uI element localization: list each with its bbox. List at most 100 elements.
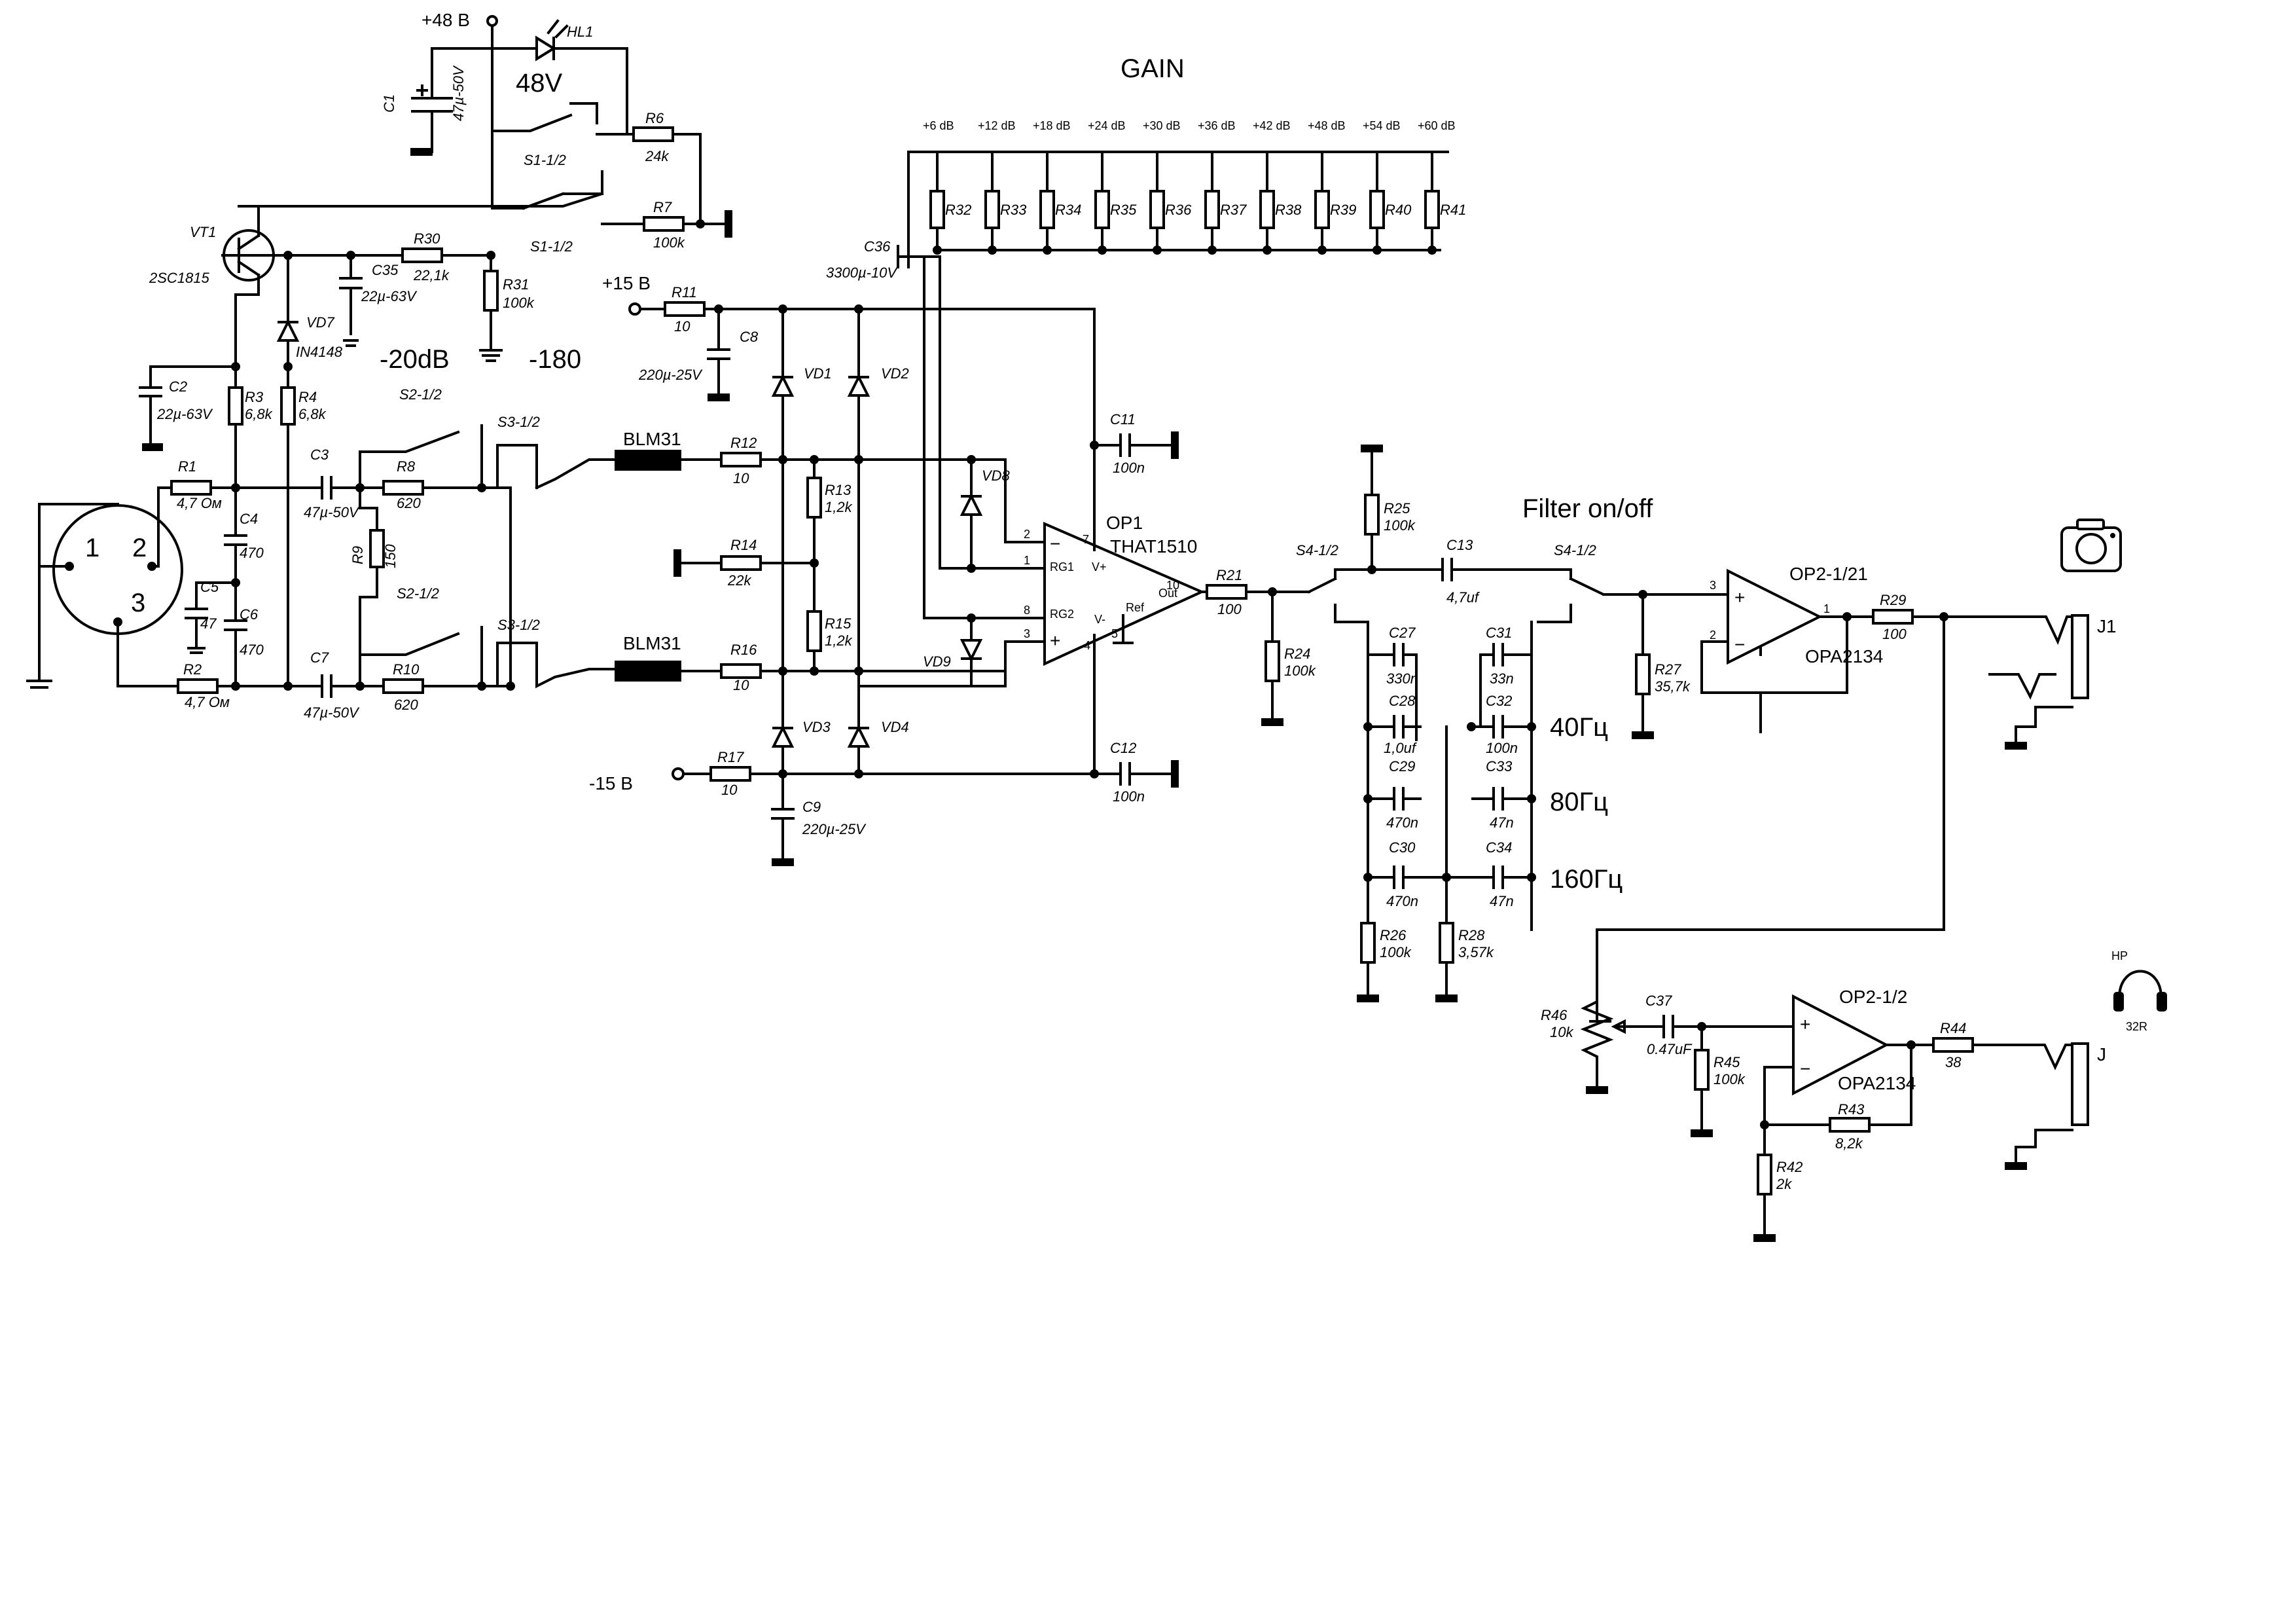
rail-48v-terminal xyxy=(486,15,498,27)
r15-value: 1,2k xyxy=(825,632,853,649)
ground-symbol xyxy=(725,210,732,238)
r7-value: 100k xyxy=(653,234,685,251)
c32-value: 100n xyxy=(1486,740,1518,756)
s4b-label: S4-1/2 xyxy=(1554,542,1596,558)
ground-symbol xyxy=(2005,742,2027,750)
ferrite-bead-2 xyxy=(615,661,681,682)
op1-rg2: RG2 xyxy=(1050,608,1074,621)
gain-step-label: +36 dB xyxy=(1198,119,1236,132)
gain-resistor xyxy=(1424,190,1440,229)
r3-label: R3 xyxy=(245,389,264,405)
op1-pin2: 2 xyxy=(1024,528,1030,541)
gain-resistor xyxy=(984,190,1000,229)
c32-label: C32 xyxy=(1486,693,1512,709)
r12-label: R12 xyxy=(730,435,757,451)
vd7-label: VD7 xyxy=(306,314,335,331)
r13-value: 1,2k xyxy=(825,499,853,515)
output-buffer-section: R27 35,7k + − 3 2 1 OP2-1/21 OPA2134 R29… xyxy=(1596,519,2122,1023)
ground-symbol xyxy=(142,443,163,451)
r42-value: 2k xyxy=(1776,1176,1792,1192)
r28-label: R28 xyxy=(1458,927,1485,943)
c35-value: 22µ-63V xyxy=(361,288,418,304)
op2b-minus: − xyxy=(1800,1059,1810,1079)
junction-dot xyxy=(1263,246,1272,255)
op1-pin4: 4 xyxy=(1084,639,1090,652)
gain-resistor-label: R35 xyxy=(1110,202,1137,218)
r43-label: R43 xyxy=(1838,1101,1865,1118)
c34-label: C34 xyxy=(1486,839,1512,856)
c2-label: C2 xyxy=(169,378,187,395)
op1-vplus: V+ xyxy=(1092,560,1107,574)
gain-resistor-label: R40 xyxy=(1385,202,1412,218)
r10-label: R10 xyxy=(393,661,420,678)
r25-value: 100k xyxy=(1384,517,1416,534)
r27-resistor xyxy=(1635,653,1651,695)
r1-value: 4,7 Ом xyxy=(177,495,222,511)
switch-180-label: -180 xyxy=(529,345,581,374)
junction-dot xyxy=(1043,246,1052,255)
vd7-value: IN4148 xyxy=(296,344,343,360)
r31-label: R31 xyxy=(503,276,529,293)
op2a-amplifier xyxy=(1727,568,1823,665)
s1a-label: S1-1/2 xyxy=(524,152,566,168)
r9-label: R9 xyxy=(350,546,366,564)
r14-resistor xyxy=(720,555,762,571)
r24-resistor xyxy=(1265,640,1280,682)
gain-step-label: +18 dB xyxy=(1033,119,1071,132)
r42-label: R42 xyxy=(1776,1159,1803,1175)
op1-pin10: 10 xyxy=(1166,579,1179,592)
ground-symbol xyxy=(1753,1234,1776,1242)
ground-symbol xyxy=(708,393,730,401)
r1-resistor xyxy=(170,480,212,496)
hp-value: 32R xyxy=(2126,1020,2147,1033)
c1-value: 47µ-50V xyxy=(450,65,467,121)
ground-symbol xyxy=(1261,718,1283,726)
input-protection-section: BLM31 BLM31 R12 10 R16 10 +15 В R11 10 C… xyxy=(589,273,1114,866)
op1-name: OP1 xyxy=(1106,513,1143,533)
camera-icon[interactable] xyxy=(2060,519,2122,572)
ground-symbol xyxy=(1171,760,1179,788)
vd2-label: VD2 xyxy=(881,365,909,382)
c36-value: 3300µ-10V xyxy=(826,264,898,281)
op1-pin1: 1 xyxy=(1024,554,1030,567)
led-hl1 xyxy=(535,35,556,62)
r44-resistor xyxy=(1932,1037,1974,1053)
rail-48v-label: +48 В xyxy=(422,10,470,30)
gain-step-label: +48 dB xyxy=(1308,119,1346,132)
op2b-amplifier xyxy=(1792,994,1890,1096)
r21-label: R21 xyxy=(1216,567,1242,583)
headphone-section: R46 10k C37 0.47uF R45 100k + − OP2-1/2 … xyxy=(1541,949,2167,1242)
gain-step-label: +12 dB xyxy=(978,119,1016,132)
r44-label: R44 xyxy=(1940,1020,1966,1036)
vd3-label: VD3 xyxy=(802,719,831,735)
s3a-label: S3-1/2 xyxy=(497,414,540,430)
gain-step-label: +60 dB xyxy=(1418,119,1456,132)
c6-value: 470 xyxy=(240,642,264,658)
s4a-label: S4-1/2 xyxy=(1296,542,1338,558)
c28-label: C28 xyxy=(1389,693,1416,709)
r17-resistor xyxy=(709,766,751,782)
c35-label: C35 xyxy=(372,262,399,278)
diode-vd1 xyxy=(771,374,795,397)
filter-section: Filter on/off S4-1/2 S4-1/2 C13 4,7uf R2… xyxy=(1296,445,1762,1002)
gain-step-label: +42 dB xyxy=(1253,119,1291,132)
gain-resistor-label: R34 xyxy=(1055,202,1081,218)
ground-symbol xyxy=(1435,994,1458,1002)
r11-label: R11 xyxy=(672,284,697,301)
xlr-pin-2: 2 xyxy=(132,534,147,562)
gain-title: GAIN xyxy=(1121,54,1185,83)
c12-value: 100n xyxy=(1113,788,1145,805)
r16-label: R16 xyxy=(730,642,757,658)
gain-resistor xyxy=(1314,190,1330,229)
junction-dot xyxy=(1318,246,1327,255)
xlr-pin-3: 3 xyxy=(131,589,145,617)
op2a-pin1: 1 xyxy=(1823,602,1830,615)
c33-value: 47n xyxy=(1490,814,1514,831)
s3b-label: S3-1/2 xyxy=(497,617,540,633)
r7-label: R7 xyxy=(653,199,672,215)
r31-resistor xyxy=(483,270,499,312)
ground-symbol xyxy=(1357,994,1379,1002)
c37-label: C37 xyxy=(1645,993,1672,1009)
r11-value: 10 xyxy=(674,318,691,335)
